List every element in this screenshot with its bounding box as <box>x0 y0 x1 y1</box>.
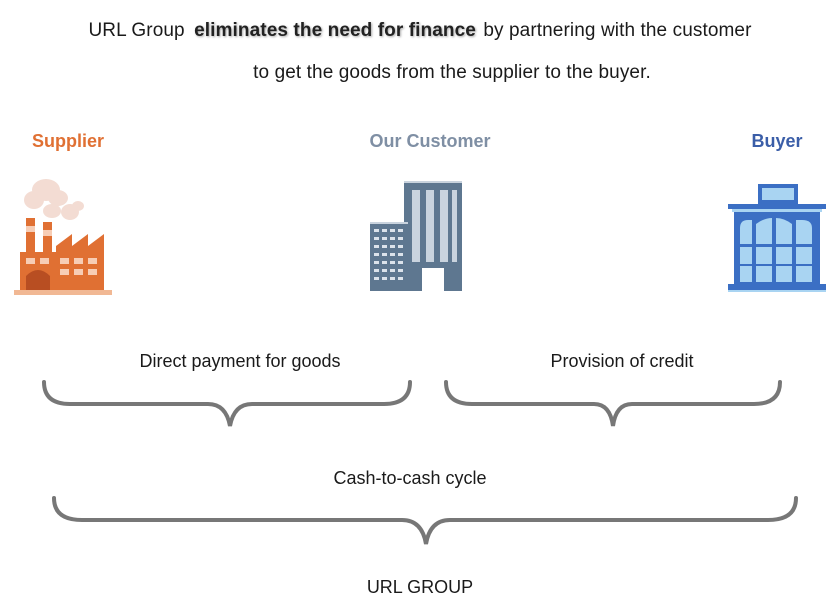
cash-cycle-label: Cash-to-cash cycle <box>333 468 487 488</box>
supplier-label: Supplier <box>31 131 104 151</box>
headline-prefix: URL Group <box>88 20 185 41</box>
office-building-icon <box>370 181 462 291</box>
direct-payment-label: Direct payment for goods <box>139 351 341 371</box>
customer-label: Our Customer <box>369 131 491 151</box>
headline-emphasis: eliminates the need for finance <box>194 20 476 41</box>
headline-line-1: URL Group eliminates the need for financ… <box>0 20 840 42</box>
headline-line-2: to get the goods from the supplier to th… <box>253 62 651 83</box>
headline-suffix: by partnering with the customer <box>483 20 752 41</box>
url-group-label: URL GROUP <box>366 577 474 597</box>
direct-payment-brace <box>42 380 412 427</box>
buyer-label: Buyer <box>751 131 803 151</box>
cash-cycle-brace <box>52 496 798 545</box>
provision-credit-brace <box>444 380 782 427</box>
storefront-building-icon <box>728 184 826 292</box>
provision-credit-label: Provision of credit <box>550 351 694 371</box>
factory-icon <box>14 179 112 295</box>
